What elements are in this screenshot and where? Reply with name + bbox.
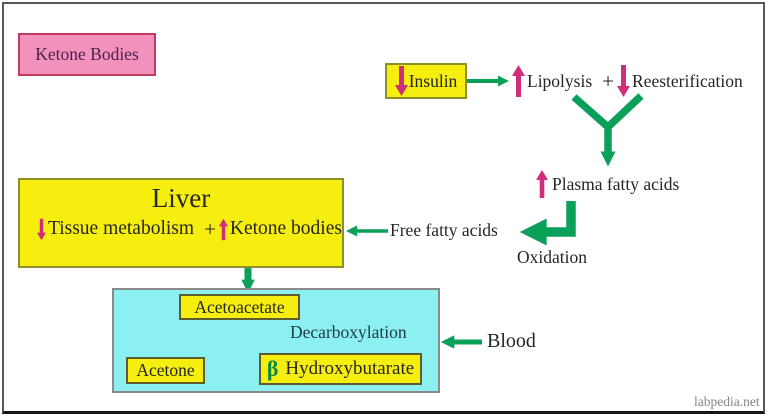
plasma-fatty-acids-row: Plasma fatty acids: [536, 169, 679, 199]
blood-compartment-box: Acetoacetate Decarboxylation Acetone β H…: [112, 288, 440, 393]
lipolysis-label: Lipolysis: [527, 70, 593, 91]
acetoacetate-label: Acetoacetate: [194, 296, 285, 317]
ketone-bodies-title-box: Ketone Bodies: [18, 33, 156, 76]
lipolysis-row: Lipolysis + Reesterification: [512, 62, 743, 100]
pink-up-arrow-icon: [512, 65, 525, 97]
ketone-bodies-title: Ketone Bodies: [35, 44, 139, 64]
free-fatty-acids-label: Free fatty acids: [390, 220, 498, 240]
liver-detail-row: Tissue metabolism + Ketone bodies: [37, 214, 342, 245]
liver-box: Liver Tissue metabolism + Ketone bodies: [18, 178, 344, 268]
hydroxybutarate-label: Hydroxybutarate: [285, 358, 415, 379]
green-y-connector-branches: [571, 93, 644, 130]
watermark: labpedia.net: [694, 394, 760, 409]
insulin-label: Insulin: [408, 70, 458, 91]
acetoacetate-box: Acetoacetate: [179, 294, 300, 320]
liver-ketone-bodies-label: Ketone bodies: [229, 218, 342, 240]
acetone-label: Acetone: [136, 360, 195, 380]
pink-up-arrow-icon: [218, 218, 228, 240]
tissue-metabolism-label: Tissue metabolism: [47, 218, 195, 240]
beta-symbol: β: [266, 356, 279, 381]
hydroxybutarate-box: β Hydroxybutarate: [259, 353, 422, 385]
pink-down-arrow-icon: [617, 65, 630, 97]
green-arrow-plasma-to-free-fatty-acids: [519, 201, 576, 246]
insulin-box: Insulin: [385, 63, 467, 99]
decarboxylation-label: Decarboxylation: [290, 322, 407, 342]
pink-up-arrow-icon: [536, 170, 548, 198]
blood-label: Blood: [487, 330, 536, 352]
liver-title: Liver: [151, 183, 211, 213]
plasma-fatty-acids-label: Plasma fatty acids: [552, 173, 680, 194]
plus-sign: +: [204, 216, 216, 241]
acetone-box: Acetone: [126, 357, 205, 384]
reesterification-label: Reesterification: [632, 70, 743, 91]
pink-down-arrow-icon: [37, 218, 46, 240]
oxidation-label: Oxidation: [517, 247, 587, 267]
plus-sign: +: [602, 68, 614, 93]
pink-down-arrow-icon: [394, 66, 408, 96]
